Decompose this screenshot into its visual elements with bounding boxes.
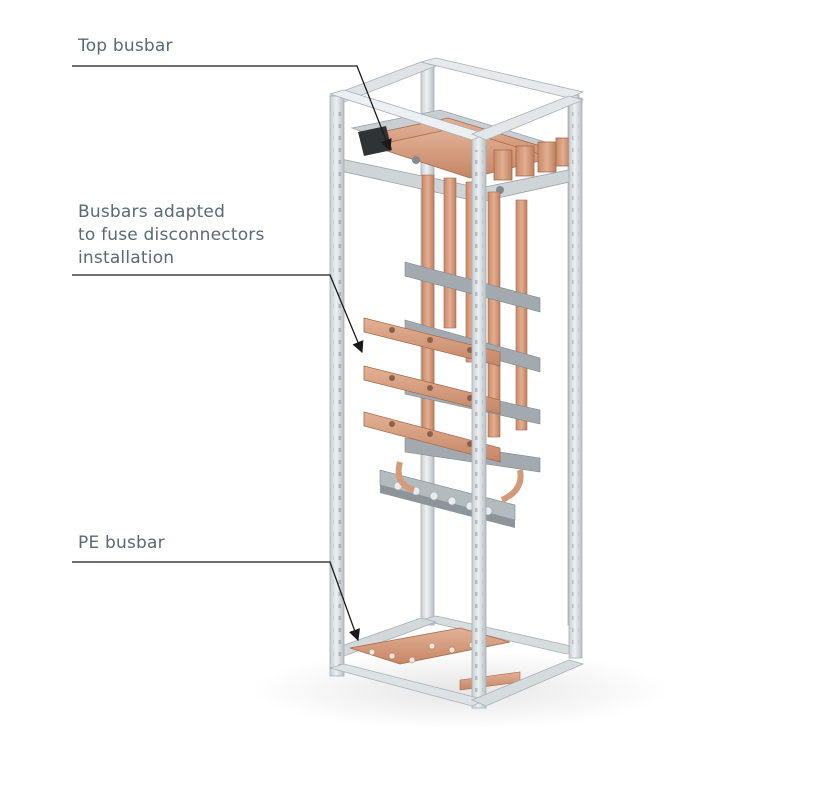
callout-pe-busbar-text: PE busbar (78, 533, 165, 553)
callout-fuse-busbars-line-2: to fuse disconnectors (78, 225, 265, 245)
lower-terminal-rail (379, 461, 524, 528)
fuse-disconnector-busbars (363, 317, 501, 463)
callout-top-busbar: Top busbar (78, 35, 173, 58)
leader-top-busbar (72, 65, 392, 152)
leader-fuse-busbars (72, 274, 364, 354)
callout-pe-busbar: PE busbar (78, 532, 165, 555)
callout-top-busbar-text: Top busbar (78, 36, 173, 56)
busbar-system (335, 109, 579, 691)
top-busbar (335, 109, 579, 203)
leader-pe-busbar (72, 561, 360, 642)
callout-fuse-busbars: Busbars adapted to fuse disconnectors in… (78, 201, 265, 270)
cabinet-frame-front (328, 89, 585, 709)
callout-fuse-busbars-line-1: Busbars adapted (78, 202, 226, 222)
callout-fuse-busbars-line-3: installation (78, 248, 175, 268)
leader-lines (72, 65, 392, 642)
